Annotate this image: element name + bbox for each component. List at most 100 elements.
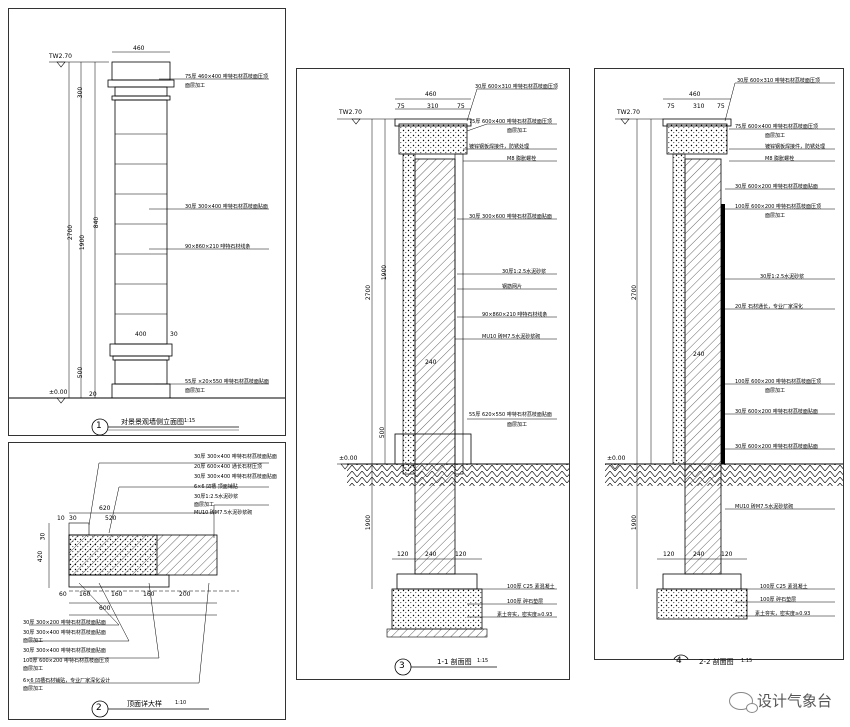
sheet-scale: 1:15 xyxy=(477,658,489,664)
label: 面层加工 xyxy=(185,388,206,394)
dim: 75 xyxy=(667,103,675,110)
label: 100厚 600×200 啡特石材荔枝面压顶 xyxy=(735,204,821,210)
dim-top: 300 xyxy=(77,86,85,99)
label: 100厚 碎石垫层 xyxy=(507,599,544,605)
label: M8 膨胀螺栓 xyxy=(507,156,537,162)
sheet-number: 3 xyxy=(399,661,405,671)
label: 30厚 300×400 啡特石材荔枝面贴面 xyxy=(23,648,106,654)
dim: 160 xyxy=(143,591,155,598)
dim: 240 xyxy=(693,351,705,358)
elevation-top: TW2.70 xyxy=(617,109,640,116)
dim-found: 1900 xyxy=(365,514,373,531)
dim: 240 xyxy=(425,551,437,558)
dim-inner-right: 30 xyxy=(170,331,178,338)
label: 面层加工 xyxy=(23,666,44,672)
dim-overall: 2700 xyxy=(631,284,639,301)
dim: 160 xyxy=(79,591,91,598)
label: 75厚 460×400 啡特石材荔枝面压顶 xyxy=(185,74,268,80)
dim: 10 xyxy=(57,515,65,522)
label: 100厚 600×200 啡特石材荔枝面压顶 xyxy=(23,658,109,664)
label: 20厚 600×400 通长石材压顶 xyxy=(194,464,262,470)
dim: 520 xyxy=(105,515,117,522)
label: 75厚 600×400 啡特石材荔枝面压顶 xyxy=(735,124,818,130)
label: 30厚1:2.5水泥砂浆 xyxy=(502,269,547,275)
label: 30厚 600×310 啡特石材荔枝面压顶 xyxy=(737,78,820,84)
sheet-number: 4 xyxy=(676,656,682,666)
wechat-icon xyxy=(728,691,758,713)
dim: 75 xyxy=(457,103,465,110)
label: M8 膨胀螺栓 xyxy=(765,156,795,162)
label: MU10 砖M7.5水泥砂浆砌 xyxy=(482,334,541,340)
label: 90×860×210 啡特石材线条 xyxy=(482,312,548,318)
dim-wall: 1900 xyxy=(381,264,389,281)
label: 30厚 300×400 啡特石材荔枝面贴面 xyxy=(185,204,268,210)
label: 6×6 凹槽石材铺贴，专业厂家深化设计 xyxy=(23,678,111,684)
dim: 240 xyxy=(693,551,705,558)
sheet-3-section-1-1: 3 1-1 剖面图 1:15 TW2.70 ±0.00 460 75 310 7… xyxy=(296,68,570,680)
label: 30厚 600×310 啡特石材荔枝面压顶 xyxy=(475,84,558,90)
watermark: 设计气象台 xyxy=(728,690,832,713)
dim: 120 xyxy=(721,551,733,558)
dim: 160 xyxy=(111,591,123,598)
section-2-2-drawing xyxy=(605,82,843,659)
label: 30厚 300×400 啡特石材荔枝面贴面 xyxy=(23,630,106,636)
sheet-title: 1-1 剖面图 xyxy=(437,658,472,666)
dim-overall: 2700 xyxy=(67,224,75,241)
label: 面层加工 xyxy=(185,83,206,89)
label: 90×860×210 啡特石材线条 xyxy=(185,244,251,250)
label: 面层加工 xyxy=(23,686,44,692)
label: 100厚 C25 素混凝土 xyxy=(760,584,808,590)
dim: 420 xyxy=(37,550,45,563)
dim-inner-width: 400 xyxy=(135,331,147,338)
label: MU10 砖M7.5水泥砂浆砌 xyxy=(735,504,794,510)
dim: 310 xyxy=(693,103,705,110)
sheet-title: 顶面详大样 xyxy=(127,700,162,708)
sheet-number: 2 xyxy=(96,703,102,713)
label: 30厚 600×200 啡特石材荔枝面贴面 xyxy=(735,184,818,190)
dim: 75 xyxy=(397,103,405,110)
dim: 30 xyxy=(39,532,47,541)
sheet-2-cap-detail: 2 顶面详大样 1:10 620 520 10 30 60 160 160 16… xyxy=(8,442,286,720)
section-1-1-drawing xyxy=(337,88,569,676)
dim-found: 1900 xyxy=(631,514,639,531)
label: 30厚 300×200 啡特石材荔枝面贴面 xyxy=(23,620,106,626)
label: 55厚 620×550 啡特石材荔枝面贴面 xyxy=(469,412,552,418)
label: 面层加工 xyxy=(507,128,528,134)
dim-top-width: 460 xyxy=(133,45,145,52)
label: 6×6 凹槽 顶面铺贴 xyxy=(194,484,238,490)
label: 30厚 300×400 啡特石材荔枝面贴面 xyxy=(194,454,277,460)
label: 20厚 石材通长，专业厂家深化 xyxy=(735,304,803,310)
dim: 60 xyxy=(59,591,67,598)
dim-base: 500 xyxy=(77,366,85,379)
label: 面层加工 xyxy=(765,213,786,219)
label: 75厚 600×400 啡特石材荔枝面压顶 xyxy=(469,119,552,125)
label: 30厚 600×200 啡特石材荔枝面贴面 xyxy=(735,444,818,450)
dim-top: 460 xyxy=(425,91,437,98)
sheet-scale: 1:10 xyxy=(175,700,187,706)
sheet-scale: 1:15 xyxy=(184,418,196,424)
label: 面层加工 xyxy=(507,422,528,428)
dim: 30 xyxy=(69,515,77,522)
label: 30厚1:2.5水泥砂浆 xyxy=(194,494,239,500)
dim-top: 460 xyxy=(689,91,701,98)
label: 30厚 300×400 啡特石材荔枝面贴面 xyxy=(194,474,277,480)
dim-body: 1900 xyxy=(79,234,87,251)
label: 镀锌钢板焊接件，防锈处理 xyxy=(765,144,826,150)
dim: 120 xyxy=(397,551,409,558)
dim: 120 xyxy=(663,551,675,558)
label: 30厚 600×200 啡特石材荔枝面贴面 xyxy=(735,409,818,415)
label: 钢筋网片 xyxy=(502,284,523,290)
watermark-text: 设计气象台 xyxy=(756,692,832,710)
sheet-4-section-2-2: 2-2 剖面图 1:15 TW2.70 ±0.00 460 75 310 75 … xyxy=(594,68,844,666)
label: 素土夯实，密实度≥0.93 xyxy=(755,611,811,617)
dim: 600 xyxy=(99,605,111,612)
sheet-title: 对景景观墙侧立面图 xyxy=(121,418,184,426)
dim: 240 xyxy=(425,359,437,366)
cap-detail-drawing xyxy=(29,462,269,718)
elevation-top: TW2.70 xyxy=(339,109,362,116)
elevation-ground: ±0.00 xyxy=(339,455,358,462)
elevation-drawing xyxy=(9,51,285,435)
label: 镀锌钢板焊接件，防锈处理 xyxy=(469,144,530,150)
dim-mid: 840 xyxy=(93,216,101,229)
label: 面层加工 xyxy=(765,133,786,139)
